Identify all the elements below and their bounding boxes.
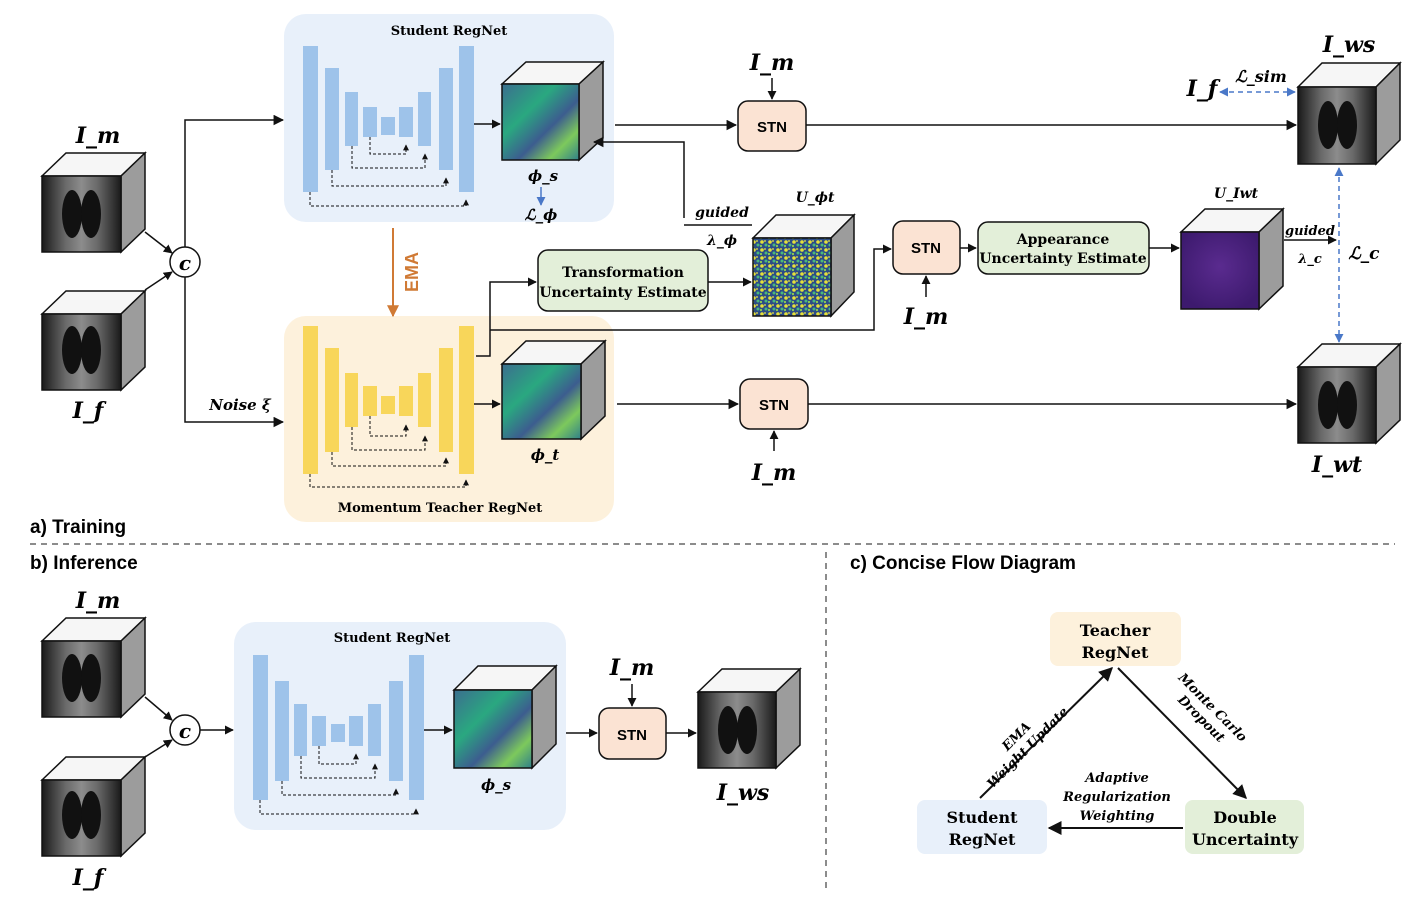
inference-iws-cube xyxy=(696,667,802,770)
iws-label: I_ws xyxy=(1322,32,1376,58)
guided-phi-label: guided xyxy=(695,205,749,221)
u-iwt-label: U_Iwt xyxy=(1214,186,1259,202)
inference-unet-blocks xyxy=(253,655,424,800)
inference-fixed-to-concat-arrow xyxy=(144,739,173,758)
moving-image-label: I_m xyxy=(75,123,121,149)
stn-mid-moving-label: I_m xyxy=(903,304,949,330)
iws-cube xyxy=(1296,61,1402,166)
flow-section-label: c) Concise Flow Diagram xyxy=(850,553,1076,574)
stn-bottom-moving-label: I_m xyxy=(751,460,797,486)
flow-double-line2: Uncertainty xyxy=(1192,830,1299,849)
inference-skip-connections xyxy=(259,746,419,815)
transformation-ue-box xyxy=(537,249,709,312)
inference-moving-cube xyxy=(40,616,147,719)
flow-arw-label-line2: Regularization xyxy=(1062,790,1171,805)
lambda-phi-label: λ_ϕ xyxy=(706,233,737,249)
student-unet-blocks xyxy=(303,46,474,192)
teacher-to-stn-mid-arrow xyxy=(490,244,892,331)
transformation-ue-line1: Transformation xyxy=(562,265,684,281)
inference-stn-label: STN xyxy=(617,727,647,744)
inference-fixed-label: I_f xyxy=(72,865,107,891)
inference-section-label: b) Inference xyxy=(30,553,138,574)
inference-stn-moving-label: I_m xyxy=(609,655,655,681)
guided-feedback-arrow xyxy=(592,136,685,218)
u-phi-t-label: U_ϕt xyxy=(796,190,835,206)
moving-to-concat-arrow xyxy=(144,231,173,254)
flow-teacher-line2: RegNet xyxy=(1082,643,1149,662)
iwt-cube xyxy=(1296,342,1402,445)
flow-teacher-line1: Teacher xyxy=(1080,621,1151,640)
inference-phi-s-cube xyxy=(452,664,558,770)
flow-ema-edge-label: EMA Weight Update xyxy=(985,705,1072,792)
noise-label: Noise ξ xyxy=(208,396,272,414)
student-regnet-title: Student RegNet xyxy=(391,24,508,39)
loss-sim-label: ℒ_sim xyxy=(1235,67,1287,86)
appearance-ue-line1: Appearance xyxy=(1016,232,1110,248)
iws-fixed-label: I_f xyxy=(1186,76,1221,102)
inference-moving-label: I_m xyxy=(75,588,121,614)
flow-student-line1: Student xyxy=(947,808,1019,827)
stn-top-moving-label: I_m xyxy=(749,50,795,76)
flow-mc-edge-label: Monte Carlo Dropout xyxy=(1174,670,1250,746)
flow-arw-label-line3: Weighting xyxy=(1080,809,1155,824)
ema-label: EMA xyxy=(402,252,422,292)
lambda-c-label: λ_c xyxy=(1297,252,1322,267)
concat-to-teacher-arrow xyxy=(184,277,285,428)
fixed-to-concat-arrow xyxy=(144,271,173,291)
inference-moving-to-concat-arrow xyxy=(144,696,173,721)
flow-arw-label-line1: Adaptive xyxy=(1083,771,1148,786)
teacher-to-transform-ue-arrow xyxy=(476,277,537,357)
appearance-ue-line2: Uncertainty Estimate xyxy=(979,251,1146,267)
student-skip-connections xyxy=(309,137,469,207)
concat-label: c xyxy=(179,251,191,275)
stn-top-box xyxy=(737,100,807,152)
stn-mid-label: STN xyxy=(911,240,941,257)
teacher-unet-blocks xyxy=(303,326,474,474)
teacher-skip-connections xyxy=(309,416,469,488)
moving-image-cube xyxy=(40,151,147,254)
flow-student-line2: RegNet xyxy=(949,830,1016,849)
u-iwt-cube xyxy=(1179,207,1285,311)
stn-top-label: STN xyxy=(757,119,787,136)
fixed-image-cube xyxy=(40,289,147,392)
flow-mc-edge xyxy=(1117,667,1247,799)
loss-c-label: ℒ_c xyxy=(1348,244,1380,264)
phi-t-flow-cube xyxy=(500,339,607,441)
stn-bottom-label: STN xyxy=(759,397,789,414)
concat-to-student-arrow xyxy=(184,114,285,247)
flow-ema-label-line2: Weight Update xyxy=(985,705,1072,792)
u-phi-t-cube xyxy=(751,213,856,318)
flow-double-line1: Double xyxy=(1213,808,1277,827)
guided-c-label: guided xyxy=(1285,224,1335,239)
flow-double-uncertainty-node xyxy=(1185,800,1304,854)
flow-ema-edge xyxy=(979,667,1113,799)
flow-teacher-node xyxy=(1050,612,1181,666)
inference-concat-label: c xyxy=(179,719,191,743)
flow-student-node xyxy=(917,800,1047,854)
teacher-regnet-title: Momentum Teacher RegNet xyxy=(338,501,543,516)
transformation-ue-line2: Uncertainty Estimate xyxy=(539,285,706,301)
inference-student-title: Student RegNet xyxy=(334,631,451,646)
phi-s-label: ϕ_s xyxy=(528,167,559,185)
fixed-image-label: I_f xyxy=(72,398,107,424)
phi-t-label: ϕ_t xyxy=(531,446,560,464)
training-section-label: a) Training xyxy=(30,517,126,538)
phi-s-flow-cube xyxy=(500,60,605,162)
inference-iws-label: I_ws xyxy=(716,780,770,806)
iwt-label: I_wt xyxy=(1311,452,1362,478)
inference-phi-s-label: ϕ_s xyxy=(481,776,512,794)
loss-phi-label: ℒ_ϕ xyxy=(525,206,557,224)
inference-fixed-cube xyxy=(40,755,147,858)
